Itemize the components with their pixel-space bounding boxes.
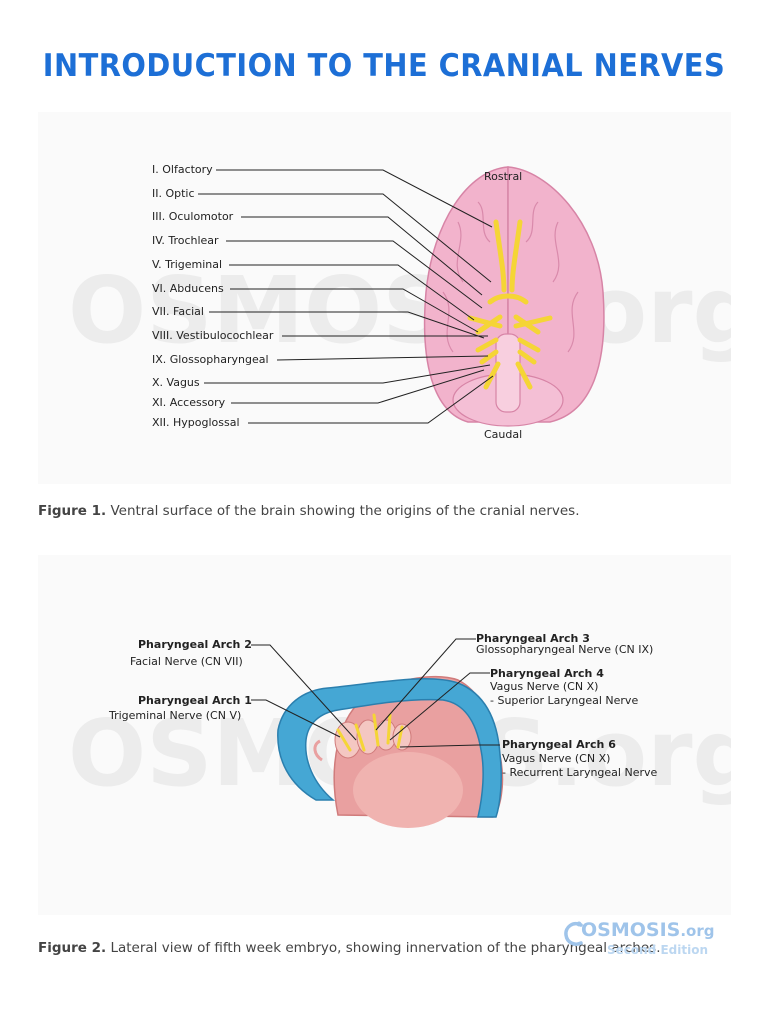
osmosis-logo-suffix: .org xyxy=(680,922,715,940)
brain-gyri xyxy=(442,172,579,353)
osmosis-logo: OSMOSIS.org Second Edition xyxy=(563,915,714,963)
nerve-label-trochlear: IV. Trochlear xyxy=(152,234,219,247)
arch-3-nerve: Glossopharyngeal Nerve (CN IX) xyxy=(476,643,654,656)
nerve-label-glossopharyngeal: IX. Glossopharyngeal xyxy=(152,353,269,366)
nerve-label-vestibulocochlear: VIII. Vestibulocochlear xyxy=(152,329,274,342)
rostral-label: Rostral xyxy=(484,170,523,183)
caudal-label: Caudal xyxy=(484,428,523,441)
figure-2-caption: Figure 2. Lateral view of fifth week emb… xyxy=(38,940,661,956)
arch-2-nerve: Facial Nerve (CN VII) xyxy=(130,655,243,668)
arch-6-title: Pharyngeal Arch 6 xyxy=(502,738,616,751)
cranial-nerves-drawing xyxy=(467,219,553,390)
nerve-label-vagus: X. Vagus xyxy=(152,376,200,389)
brain-illustration: OSMOSIS.org xyxy=(68,166,731,427)
nerve-label-facial: VII. Facial xyxy=(152,305,204,318)
osmosis-logo-text: OSMOSIS.org xyxy=(581,919,714,941)
osmosis-logo-edition: Second Edition xyxy=(607,943,708,957)
figure-1-caption: Figure 1. Ventral surface of the brain s… xyxy=(38,503,580,519)
figure-2-caption-text: Lateral view of fifth week embryo, showi… xyxy=(106,940,661,956)
nerve-label-hypoglossal: XII. Hypoglossal xyxy=(152,416,240,429)
arch-1-title: Pharyngeal Arch 1 xyxy=(138,694,252,707)
arch-4-branch: - Superior Laryngeal Nerve xyxy=(490,694,639,707)
nerve-label-oculomotor: III. Oculomotor xyxy=(152,210,234,223)
arch-6-branch: - Recurrent Laryngeal Nerve xyxy=(502,766,658,779)
page-title: INTRODUCTION TO THE CRANIAL NERVES xyxy=(42,48,726,84)
arch-4-title: Pharyngeal Arch 4 xyxy=(490,667,604,680)
nerve-label-abducens: VI. Abducens xyxy=(152,282,224,295)
figure-2-caption-label: Figure 2. xyxy=(38,940,107,956)
embryo-illustration: OSMOSIS.org xyxy=(68,638,731,828)
figure-1-caption-label: Figure 1. xyxy=(38,503,107,519)
figure-1-caption-text: Ventral surface of the brain showing the… xyxy=(106,503,580,519)
arch-2-title: Pharyngeal Arch 2 xyxy=(138,638,252,651)
embryo-heart-bulge xyxy=(353,752,463,828)
figure-2-panel: OSMOSIS.org Pharyngea xyxy=(38,555,731,915)
leader-lines xyxy=(198,169,494,424)
nerve-label-accessory: XI. Accessory xyxy=(152,396,226,409)
figure-1-panel: OSMOSIS.org xyxy=(38,112,731,484)
osmosis-logo-icon xyxy=(564,921,583,946)
nerve-label-optic: II. Optic xyxy=(152,187,195,200)
embryo-neural-tube xyxy=(277,677,502,818)
brainstem xyxy=(495,333,521,413)
nerve-label-olfactory: I. Olfactory xyxy=(152,163,213,176)
embryo-eye xyxy=(313,739,323,762)
arch-3-title: Pharyngeal Arch 3 xyxy=(476,632,590,645)
arch-4-nerve: Vagus Nerve (CN X) xyxy=(490,680,599,693)
osmosis-logo-name: OSMOSIS xyxy=(581,919,681,941)
arch-1-nerve: Trigeminal Nerve (CN V) xyxy=(109,709,242,722)
nerve-label-trigeminal: V. Trigeminal xyxy=(152,258,223,271)
arch-leader-lines xyxy=(251,638,500,748)
watermark-text: OSMOSIS.org xyxy=(68,257,731,364)
arch-6-nerve: Vagus Nerve (CN X) xyxy=(502,752,611,765)
